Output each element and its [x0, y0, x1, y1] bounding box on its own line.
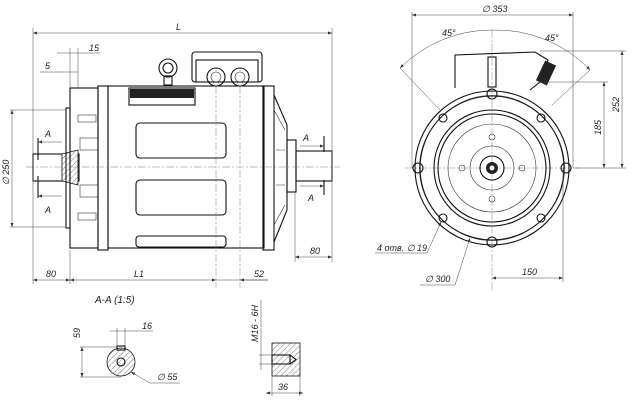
dim-185: 185: [593, 119, 603, 135]
dim-52: 52: [254, 269, 264, 279]
dim-d55: ∅ 55: [157, 372, 178, 382]
section-mark-a: A: [302, 133, 309, 143]
dim-36: 36: [278, 382, 288, 392]
right-end-bell: [262, 85, 275, 251]
dim-15: 15: [89, 43, 100, 53]
dim-5: 5: [45, 61, 51, 71]
section-aa: A-A (1:5) 59 16 ∅ 55: [72, 295, 180, 384]
section-mark-a: A: [44, 205, 51, 215]
terminal-box-front: [454, 51, 549, 91]
holes-label: 4 отв. ∅ 19: [377, 243, 427, 253]
dim-59: 59: [72, 328, 82, 338]
angle-left: 45°: [442, 28, 456, 38]
dim-150: 150: [522, 267, 537, 277]
terminal-box: [191, 51, 263, 87]
shaft-end-detail: M16 - 6H 36: [250, 300, 303, 396]
dim-80-right: 80: [310, 246, 320, 256]
lifting-eye: [158, 58, 178, 86]
dim-d300: ∅ 300: [425, 274, 450, 284]
front-view: ∅ 353 45° 45° 252 185 150 4 отв. ∅ 19 ∅ …: [375, 4, 626, 290]
angle-right: 45°: [545, 33, 559, 43]
dim-252: 252: [611, 97, 621, 113]
dim-d353: ∅ 353: [482, 4, 507, 14]
dim-d250: ∅ 250: [1, 160, 11, 185]
mounting-holes: [412, 88, 572, 248]
section-mark-a: A: [44, 129, 51, 139]
section-mark-a: A: [307, 193, 314, 203]
flange-outer: [414, 90, 570, 246]
thread-label: M16 - 6H: [250, 304, 260, 342]
dim-L1: L1: [134, 269, 144, 279]
right-shaft: [295, 150, 333, 182]
dim-80-left: 80: [46, 269, 56, 279]
section-title: A-A (1:5): [94, 295, 135, 306]
dim-16: 16: [142, 321, 152, 331]
dim-L: L: [176, 22, 181, 32]
side-view: L 15 5 ∅ 250 80 L1 52 80 A A A A: [1, 22, 340, 288]
